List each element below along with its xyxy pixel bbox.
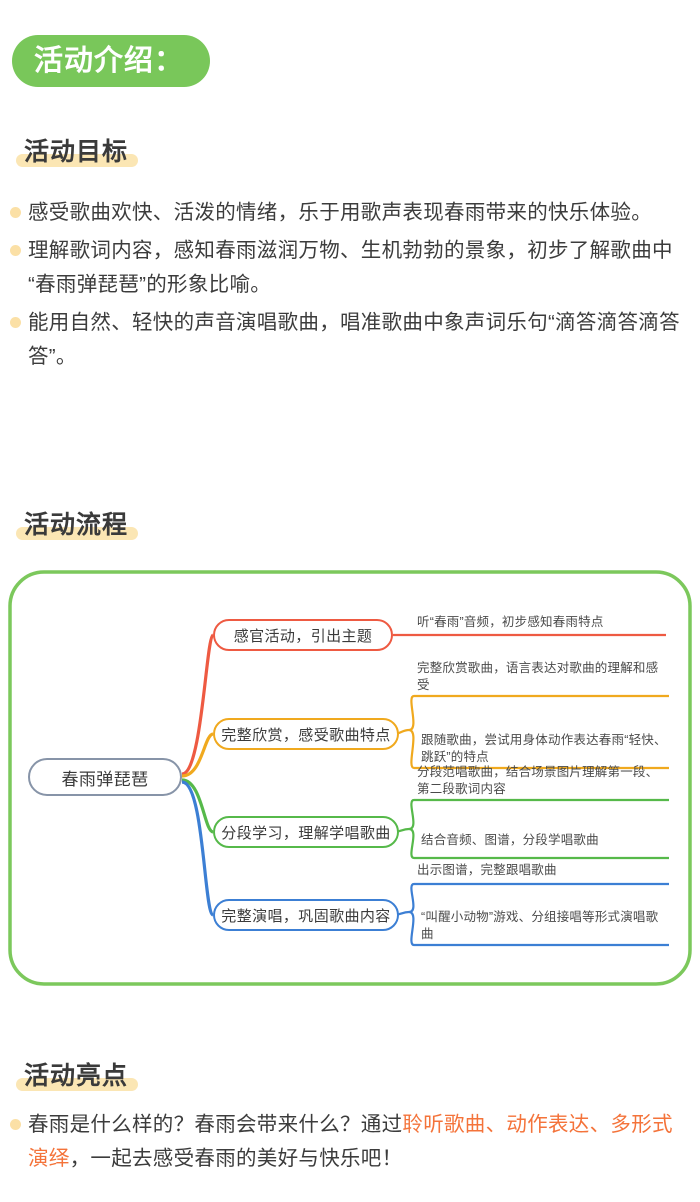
mindmap-branch-label-1: 感官活动，引出主题 <box>233 627 373 645</box>
bullet-dot-icon <box>10 245 21 256</box>
mindmap-leaf-2-1: 完整欣赏歌曲，语言表达对歌曲的理解和感受 <box>417 661 659 692</box>
branch-curve-4 <box>181 780 215 917</box>
section-heading-flow: 活动流程 <box>16 505 139 541</box>
leaf-bracket-4 <box>408 882 415 947</box>
mindmap-branch-label-3: 分段学习，理解学唱歌曲 <box>221 824 391 842</box>
activity-flow-mindmap: 春雨弹琵琶 感官活动，引出主题 完整欣赏，感受歌曲特点 分段学习，理解学唱歌曲 … <box>6 568 694 988</box>
list-item-text: 能用自然、轻快的声音演唱歌曲，唱准歌曲中象声词乐句“滴答滴答滴答答”。 <box>28 311 680 368</box>
highlight-tail-text: ，一起去感受春雨的美好与快乐吧！ <box>69 1147 403 1170</box>
mindmap-branch-label-2: 完整欣赏，感受歌曲特点 <box>221 726 391 744</box>
mindmap-root-node[interactable]: 春雨弹琵琶 <box>28 758 182 796</box>
mindmap-leaf-3-2: 结合音频、图谱，分段学唱歌曲 <box>421 833 599 847</box>
mindmap-branch-node-2[interactable]: 完整欣赏，感受歌曲特点 <box>213 718 399 750</box>
section-heading-flow-label: 活动流程 <box>24 511 129 539</box>
mindmap-branch-node-1[interactable]: 感官活动，引出主题 <box>213 619 393 651</box>
branch-curve-3 <box>181 778 214 834</box>
list-item: 理解歌词内容，感知春雨滋润万物、生机勃勃的景象，初步了解歌曲中“春雨弹琵琶”的形… <box>10 234 692 302</box>
heading-highlight-bar <box>16 1078 139 1091</box>
activity-intro-badge-label: 活动介绍： <box>34 44 185 77</box>
heading-highlight-bar <box>16 527 139 540</box>
leaf-bracket-2 <box>408 694 416 770</box>
mindmap-leaf-3-1: 分段范唱歌曲，结合场景图片理解第一段、第二段歌词内容 <box>417 765 659 796</box>
mindmap-frame <box>8 570 692 986</box>
mindmap-leaf-1-1: 听“春雨”音频，初步感知春雨特点 <box>417 615 604 629</box>
branch-curve-2 <box>181 732 214 778</box>
activity-intro-badge: 活动介绍： <box>12 35 211 87</box>
mindmap-leaf-4-2: “叫醒小动物”游戏、分组接唱等形式演唱歌曲 <box>421 910 659 941</box>
heading-highlight-bar <box>16 154 139 167</box>
list-item: 能用自然、轻快的声音演唱歌曲，唱准歌曲中象声词乐句“滴答滴答滴答答”。 <box>10 306 692 374</box>
mindmap-leaf-2-2: 跟随歌曲，尝试用身体动作表达春雨“轻快、跳跃”的特点 <box>421 733 667 764</box>
mindmap-branch-node-4[interactable]: 完整演唱，巩固歌曲内容 <box>213 899 399 931</box>
list-item: 春雨是什么样的？春雨会带来什么？通过聆听歌曲、动作表达、多形式演绎，一起去感受春… <box>10 1108 692 1176</box>
leaf-bracket-3 <box>408 798 415 860</box>
branch-curve-1 <box>181 633 215 776</box>
goal-bullet-list: 感受歌曲欢快、活泼的情绪，乐于用歌声表现春雨带来的快乐体验。 理解歌词内容，感知… <box>10 196 692 378</box>
mindmap-root-label: 春雨弹琵琶 <box>61 769 149 789</box>
list-item-text: 理解歌词内容，感知春雨滋润万物、生机勃勃的景象，初步了解歌曲中“春雨弹琵琶”的形… <box>28 239 673 296</box>
list-item: 感受歌曲欢快、活泼的情绪，乐于用歌声表现春雨带来的快乐体验。 <box>10 196 692 230</box>
highlight-accent-text: 聆听歌曲、动作表达、多形式演绎 <box>28 1113 673 1170</box>
list-item-text: 感受歌曲欢快、活泼的情绪，乐于用歌声表现春雨带来的快乐体验。 <box>28 201 652 224</box>
section-heading-highlight-label: 活动亮点 <box>24 1062 129 1090</box>
bullet-dot-icon <box>10 1119 21 1130</box>
mindmap-branch-label-4: 完整演唱，巩固歌曲内容 <box>221 907 391 925</box>
list-item-text: 春雨是什么样的？春雨会带来什么？通过聆听歌曲、动作表达、多形式演绎，一起去感受春… <box>28 1108 692 1176</box>
bullet-dot-icon <box>10 207 21 218</box>
section-heading-goal: 活动目标 <box>16 132 139 168</box>
section-heading-goal-label: 活动目标 <box>24 138 129 166</box>
mindmap-branch-node-3[interactable]: 分段学习，理解学唱歌曲 <box>213 816 399 848</box>
highlight-bullet-list: 春雨是什么样的？春雨会带来什么？通过聆听歌曲、动作表达、多形式演绎，一起去感受春… <box>10 1108 692 1180</box>
mindmap-leaf-4-1: 出示图谱，完整跟唱歌曲 <box>417 863 557 877</box>
highlight-lead-text: 春雨是什么样的？春雨会带来什么？通过 <box>28 1113 403 1136</box>
bullet-dot-icon <box>10 317 21 328</box>
section-heading-highlight: 活动亮点 <box>16 1056 139 1092</box>
mindmap-connectors <box>8 570 692 986</box>
